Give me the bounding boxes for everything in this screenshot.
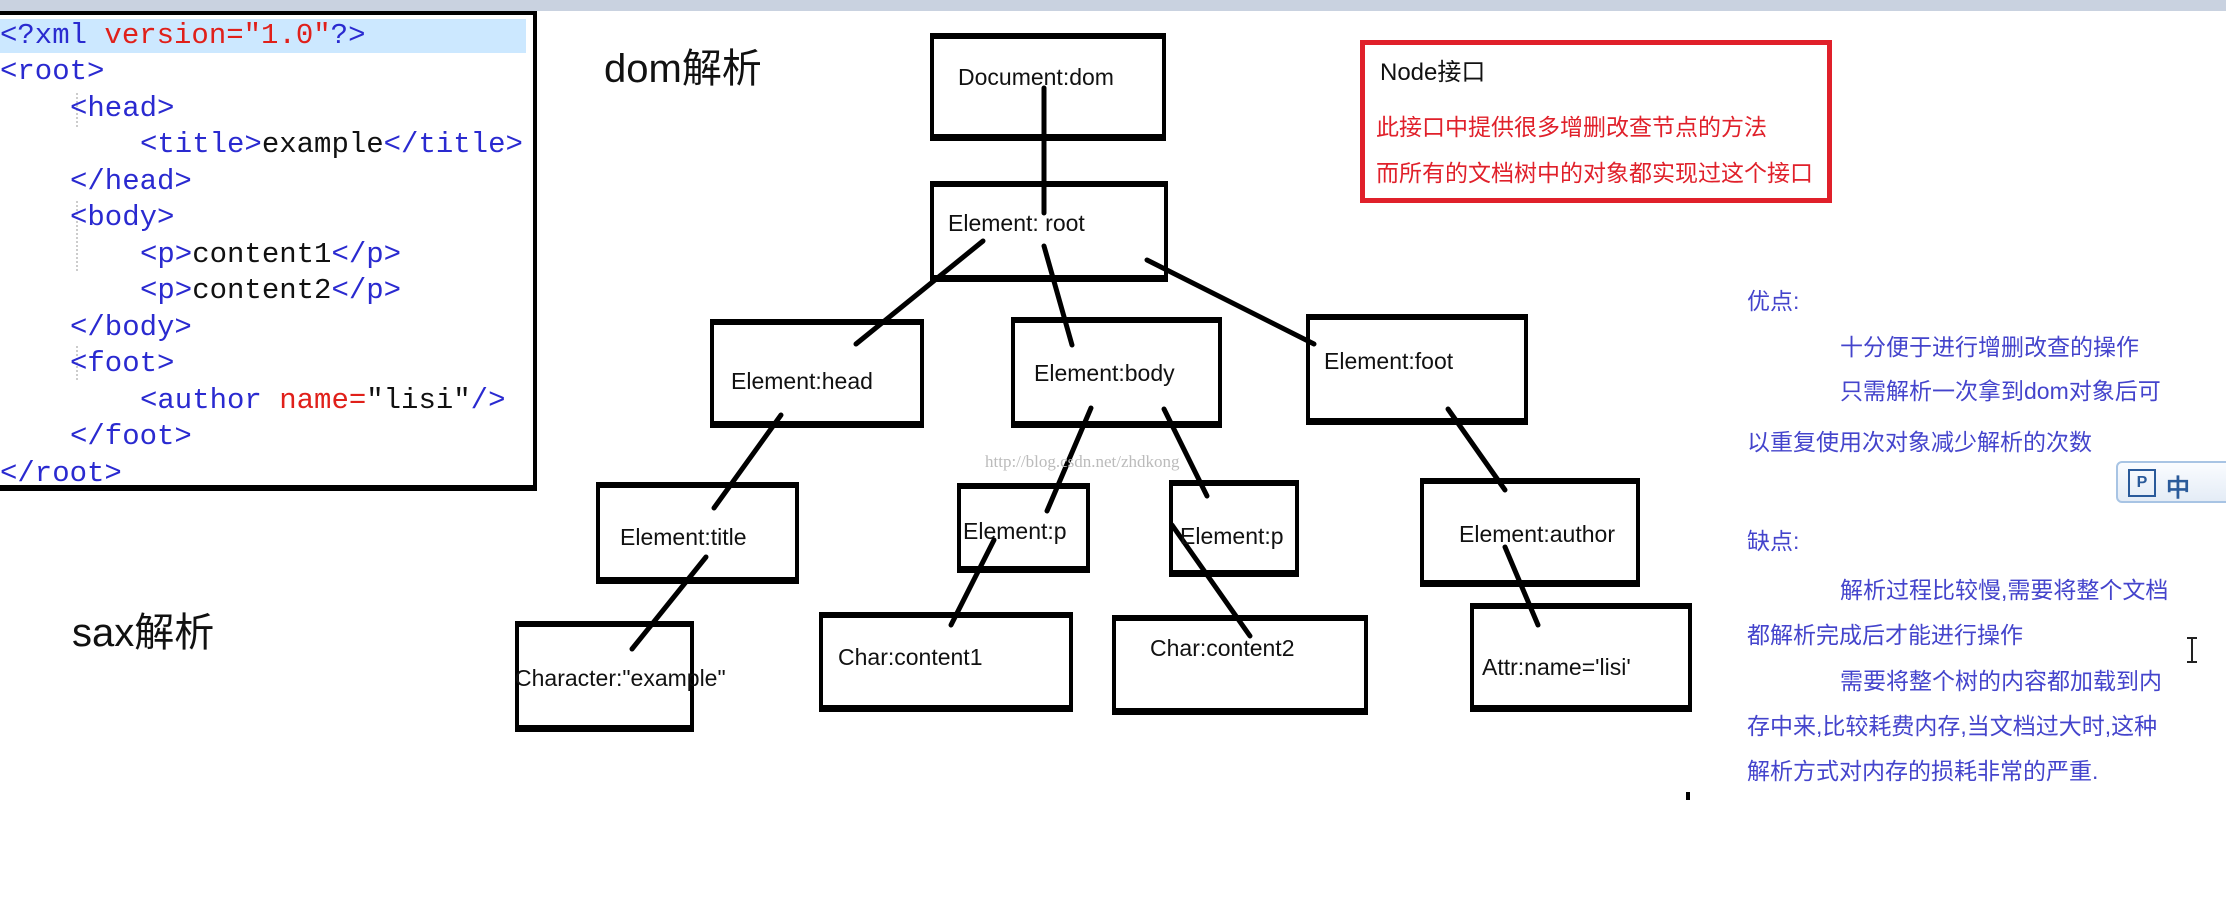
label-char-content1: Char:content1 bbox=[838, 644, 983, 670]
stray-dot bbox=[1686, 792, 1690, 800]
cons-label: 缺点: bbox=[1747, 528, 1800, 554]
note-title: Node接口 bbox=[1380, 59, 1486, 86]
label-body: Element:body bbox=[1034, 360, 1175, 386]
code-line-xml-decl: <?xml version="1.0"?> bbox=[0, 19, 366, 52]
note-line: 而所有的文档树中的对象都实现过这个接口 bbox=[1376, 160, 1813, 186]
node-char-example bbox=[515, 621, 694, 732]
edge-root-body bbox=[1041, 243, 1075, 348]
node-root bbox=[930, 181, 1168, 282]
edge-head-title bbox=[711, 412, 784, 511]
node-head bbox=[710, 319, 924, 428]
node-body bbox=[1011, 317, 1222, 428]
cons-text: 需要将整个树的内容都加载到内 bbox=[1840, 668, 2162, 694]
label-char-content2: Char:content2 bbox=[1150, 635, 1295, 661]
edge-foot-author bbox=[1445, 406, 1508, 493]
code-line: <root> bbox=[0, 55, 105, 88]
ime-toolbar[interactable]: P 中 bbox=[2116, 461, 2226, 503]
code-line: <p>content1</p> bbox=[140, 238, 402, 271]
label-root: Element: root bbox=[948, 210, 1085, 236]
pros-text: 以重复使用次对象减少解析的次数 bbox=[1747, 429, 2092, 455]
ime-logo-icon: P bbox=[2128, 469, 2156, 497]
label-attr: Attr:name='lisi' bbox=[1482, 654, 1631, 680]
pros-label: 优点: bbox=[1747, 288, 1800, 314]
edge-body-p2 bbox=[1161, 406, 1210, 499]
edge-root-head bbox=[853, 238, 986, 347]
pros-text: 十分便于进行增删改查的操作 bbox=[1840, 334, 2139, 360]
indent-guide bbox=[76, 201, 78, 271]
edge-body-p1 bbox=[1044, 405, 1094, 514]
code-line: <title>example</title> bbox=[140, 128, 523, 161]
window-top-bar bbox=[0, 0, 2226, 11]
line-highlight bbox=[0, 19, 526, 53]
indent-guide bbox=[76, 346, 78, 380]
label-head: Element:head bbox=[731, 368, 873, 394]
cons-text: 解析方式对内存的损耗非常的严重. bbox=[1747, 758, 2099, 784]
text-cursor-icon bbox=[2187, 637, 2197, 663]
watermark: http://blog.csdn.net/zhdkong bbox=[985, 452, 1180, 471]
edge-p1-content1 bbox=[948, 537, 997, 628]
pros-text: 只需解析一次拿到dom对象后可 bbox=[1840, 378, 2161, 404]
node-interface-note bbox=[1360, 40, 1832, 203]
code-line: <foot> bbox=[70, 347, 175, 380]
cons-text: 都解析完成后才能进行操作 bbox=[1747, 622, 2023, 648]
label-document: Document:dom bbox=[958, 64, 1114, 90]
code-line: <body> bbox=[70, 201, 175, 234]
note-line: 此接口中提供很多增删改查节点的方法 bbox=[1376, 114, 1767, 140]
cons-text: 解析过程比较慢,需要将整个文档 bbox=[1840, 577, 2169, 603]
node-char-content1 bbox=[819, 612, 1073, 712]
code-line: </foot> bbox=[70, 420, 192, 453]
xml-code-panel: <?xml version="1.0"?> <root> <head> <tit… bbox=[0, 11, 537, 491]
node-author bbox=[1420, 478, 1640, 587]
sax-heading: sax解析 bbox=[72, 611, 215, 655]
code-line: </root> bbox=[0, 457, 122, 490]
dom-heading: dom解析 bbox=[604, 47, 762, 91]
code-line: <p>content2</p> bbox=[140, 274, 402, 307]
node-attr bbox=[1470, 603, 1692, 712]
label-p2: Element:p bbox=[1180, 523, 1284, 549]
edge-p2-content2 bbox=[1169, 522, 1253, 639]
indent-guide bbox=[76, 93, 78, 127]
edge-author-attr bbox=[1502, 544, 1541, 628]
edge-title-char bbox=[629, 554, 709, 652]
code-line: </body> bbox=[70, 311, 192, 344]
code-line: <head> bbox=[70, 92, 175, 125]
label-char-example: Character:"example" bbox=[515, 665, 726, 691]
node-foot bbox=[1306, 314, 1528, 425]
node-p1 bbox=[957, 483, 1090, 573]
label-author: Element:author bbox=[1459, 521, 1615, 547]
edge-root-foot bbox=[1144, 257, 1317, 347]
node-title bbox=[596, 482, 799, 584]
node-p2 bbox=[1169, 480, 1299, 577]
code-line: </head> bbox=[70, 165, 192, 198]
label-foot: Element:foot bbox=[1324, 348, 1454, 374]
label-p1: Element:p bbox=[963, 518, 1067, 544]
cons-text: 存中来,比较耗费内存,当文档过大时,这种 bbox=[1747, 713, 2158, 739]
code-line: <author name="lisi"/> bbox=[140, 384, 506, 417]
node-document bbox=[930, 33, 1166, 141]
label-title: Element:title bbox=[620, 524, 747, 550]
ime-mode-toggle[interactable]: 中 bbox=[2166, 475, 2190, 502]
